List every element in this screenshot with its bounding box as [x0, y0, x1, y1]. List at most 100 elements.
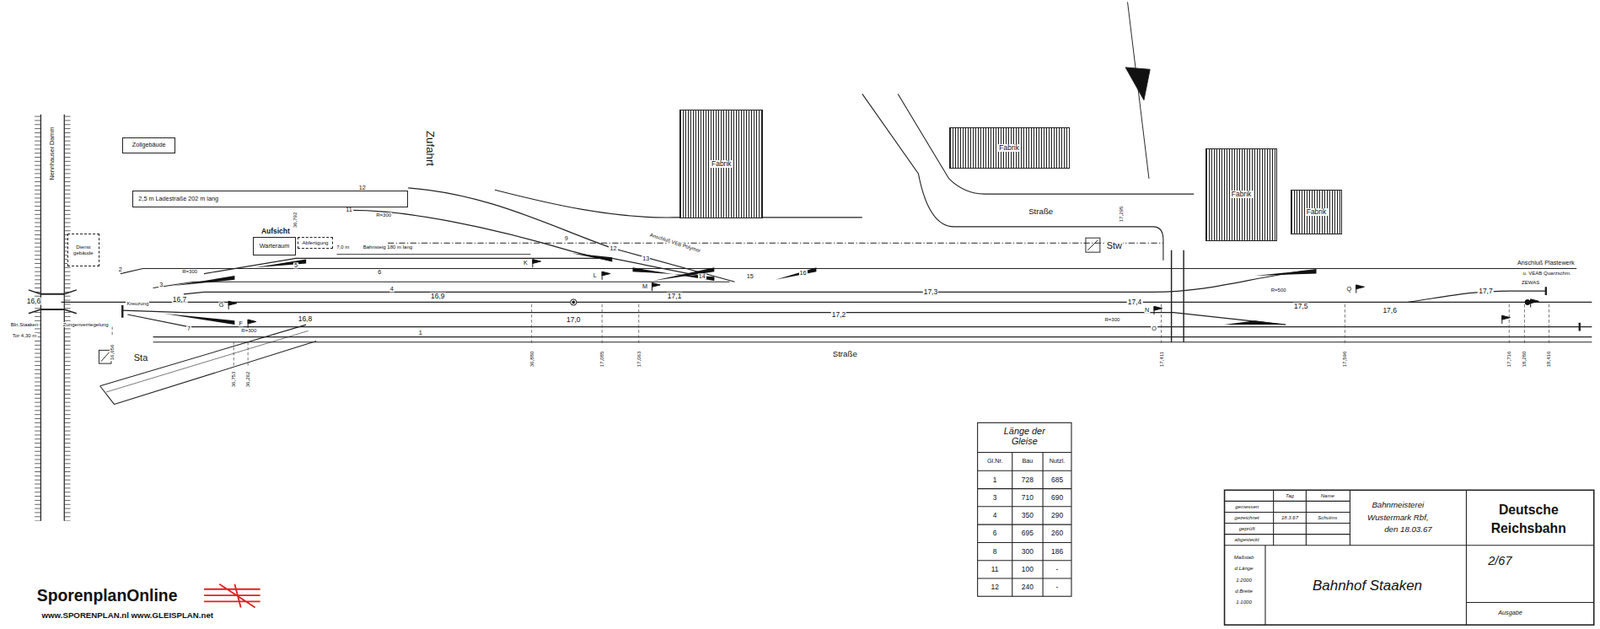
- drawing-label: 36,792: [292, 211, 298, 230]
- drawing-stroke: [120, 268, 1577, 274]
- drawing-label: O: [1150, 325, 1158, 332]
- drawing-stroke: [122, 310, 1286, 325]
- drawing-label: 186: [1050, 547, 1064, 555]
- drawing-label: 17,1: [666, 292, 682, 300]
- drawing-label: 290: [1050, 511, 1064, 519]
- drawing-label: 17,085: [599, 350, 605, 369]
- drawing-label: Straße: [1027, 207, 1054, 216]
- drawing-label: 1:2000: [1234, 577, 1253, 583]
- drawing-label: 690: [1050, 493, 1064, 501]
- drawing-label: Wustermark Rbf,: [1366, 513, 1430, 522]
- drawing-label: SporenplanOnline: [36, 587, 179, 604]
- drawing-label: Ausgabe: [1497, 610, 1524, 617]
- drawing-label: 16,9: [429, 292, 446, 300]
- drawing-label: 1:1000: [1234, 599, 1253, 605]
- drawing-label: 5: [293, 262, 299, 269]
- drawing-label: 260: [1050, 529, 1064, 537]
- drawing-label: 11: [990, 565, 1000, 573]
- drawing-label: Deutsche: [1497, 503, 1560, 517]
- drawing-label: den 18.03.67: [1383, 525, 1433, 534]
- drawing-label: R=300: [240, 327, 258, 333]
- drawing-stroke: [1125, 67, 1150, 101]
- drawing-stroke: [651, 282, 661, 287]
- drawing-label: G: [218, 301, 226, 308]
- drawing-stroke: [862, 93, 1164, 260]
- drawing-label: Q: [1345, 285, 1353, 292]
- drawing-label: 4: [389, 285, 395, 292]
- drawing-stroke: [775, 267, 817, 280]
- building-box: Fabrik: [1290, 189, 1343, 235]
- building-box: Fabrik: [949, 127, 1070, 168]
- drawing-label: 18.3.67: [1280, 515, 1300, 521]
- drawing-label: 17,411: [1158, 350, 1164, 368]
- drawing-label: Maßstab: [1233, 554, 1256, 560]
- drawing-label: K: [522, 260, 529, 267]
- drawing-label: 17,4: [1127, 298, 1143, 306]
- drawing-stroke: [204, 584, 261, 608]
- drawing-stroke: [153, 337, 1593, 343]
- drawing-label: 300: [1020, 547, 1035, 555]
- drawing-stroke: [1356, 284, 1365, 290]
- drawing-stroke: [570, 299, 577, 306]
- drawing-stroke: [112, 304, 1549, 368]
- drawing-label: Straße: [832, 349, 859, 359]
- drawing-label: 4: [992, 511, 999, 519]
- drawing-stroke: [1171, 250, 1185, 343]
- building-name: Fabrik: [1229, 190, 1254, 199]
- drawing-stroke: [571, 252, 613, 262]
- signals: [228, 259, 1539, 328]
- drawing-label: Zufahrt: [424, 128, 435, 167]
- drawing-label: M: [641, 283, 649, 290]
- building-box: Fabrik: [1205, 148, 1278, 242]
- building-name: Fabrik: [1304, 208, 1329, 216]
- drawing-stroke: [632, 267, 715, 281]
- drawing-stroke: [1224, 500, 1351, 534]
- drawing-stroke: [64, 114, 70, 521]
- drawing-label: 36,262: [245, 370, 251, 389]
- drawing-label: R=300: [1103, 316, 1121, 323]
- building-box: Fabrik: [679, 109, 763, 220]
- drawing-label: 695: [1020, 529, 1035, 537]
- drawing-label: geprüft: [1238, 526, 1257, 532]
- drawing-label: gezeichnet: [1234, 515, 1261, 521]
- drawing-stroke: [653, 267, 715, 281]
- drawing-label: 17,716: [1506, 350, 1512, 369]
- drawing-label: 8: [992, 547, 999, 555]
- drawing-label: gemessen: [1234, 504, 1260, 510]
- drawing-stroke: [494, 189, 863, 218]
- drawing-label: Stw: [1106, 240, 1123, 250]
- drawing-stroke: [1224, 489, 1595, 625]
- drawing-label: 7: [186, 325, 192, 332]
- drawing-label: 16,6: [26, 297, 42, 305]
- drawing-label: Reichsbahn: [1490, 521, 1568, 536]
- drawing-stroke: [163, 313, 236, 325]
- drawing-stroke: [40, 114, 65, 521]
- drawing-label: u. VEAB Quarzschm.: [1521, 270, 1572, 276]
- building-box: 2,5 m Ladestraße 202 m lang: [132, 190, 409, 207]
- watermark-logo: [204, 584, 261, 608]
- km-ticks: [112, 304, 1549, 368]
- drawing-label: 17,063: [636, 350, 642, 369]
- drawing-stroke: [122, 286, 1580, 331]
- drawing-stroke: [532, 259, 542, 264]
- drawing-label: Zungenverriegelung: [62, 322, 110, 328]
- drawing-label: 12: [989, 583, 999, 591]
- title-block: [1224, 489, 1595, 625]
- drawing-label: ZEWAS: [1520, 279, 1541, 285]
- building-name: Fabrik: [997, 144, 1021, 152]
- drawing-label: 11: [344, 207, 354, 214]
- drawing-label: 16,8: [297, 314, 313, 322]
- drawing-stroke: [336, 253, 531, 255]
- drawing-label: 16,656: [109, 343, 115, 361]
- drawing-label: 1: [992, 475, 999, 483]
- drawing-label: abgesteckt: [1234, 536, 1261, 543]
- drawing-label: Name: [1320, 493, 1336, 499]
- drawing-label: Anschluß Plastewerk: [1516, 260, 1576, 267]
- drawing-stroke: [1087, 240, 1098, 251]
- drawing-label: 16: [799, 270, 808, 277]
- building-name: Fabrik: [709, 160, 734, 168]
- drawing-label: Bau: [1020, 457, 1034, 464]
- drawing-label: 1: [418, 329, 424, 336]
